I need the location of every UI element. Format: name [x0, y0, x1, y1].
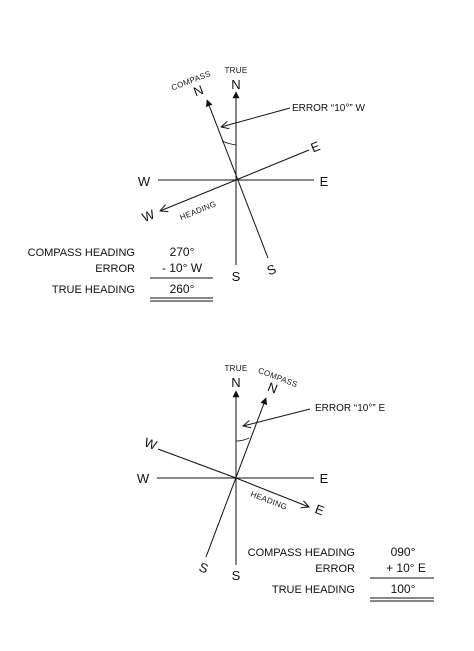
diagram-1: TRUE N COMPASS N W E E S S W HEADING ERR… — [28, 66, 365, 302]
compass-heading-label: COMPASS HEADING — [248, 547, 355, 559]
compass-north-label: N — [191, 82, 205, 99]
true-heading-value: 100° — [391, 582, 416, 596]
heading-arrow — [160, 179, 237, 211]
heading-label: HEADING — [249, 490, 288, 512]
compass-south-label: S — [265, 261, 279, 278]
angle-arc — [235, 437, 250, 442]
east-label: E — [320, 471, 329, 486]
heading-arrow — [235, 477, 309, 507]
error-value: + 10° E — [386, 561, 426, 575]
compass-heading-value: 090° — [391, 545, 416, 559]
true-heading-label: TRUE HEADING — [52, 284, 135, 296]
true-label: TRUE — [225, 364, 248, 373]
true-north-label: N — [231, 77, 240, 92]
error-label: ERROR “10°” W — [292, 103, 365, 114]
compass-west-label: W — [142, 435, 159, 454]
diagram-2: TRUE N COMPASS N W W E E HEADING S S ERR… — [137, 364, 434, 602]
error-leader-arrow — [243, 408, 311, 426]
compass-heading-value: 270° — [170, 245, 195, 259]
true-label: TRUE — [225, 66, 248, 75]
error-row-label: ERROR — [315, 563, 355, 575]
true-north-label: N — [231, 375, 240, 390]
error-value: - 10° W — [162, 261, 203, 275]
compass-label: COMPASS — [170, 69, 212, 92]
true-heading-value: 260° — [170, 282, 195, 296]
compass-east-west-line — [157, 448, 237, 479]
error-label: ERROR “10°” E — [315, 403, 385, 414]
heading-label: HEADING — [179, 199, 218, 222]
heading-east-label: E — [313, 501, 327, 518]
east-label: E — [320, 174, 329, 189]
west-label: W — [137, 471, 150, 486]
error-row-label: ERROR — [95, 263, 135, 275]
south-label: S — [232, 568, 241, 583]
heading-west-label: W — [140, 206, 158, 225]
compass-east-label: E — [308, 138, 322, 155]
west-label: W — [138, 174, 151, 189]
angle-arc — [221, 140, 237, 146]
compass-east-west-line — [235, 149, 310, 181]
compass-heading-label: COMPASS HEADING — [28, 247, 135, 259]
error-leader-arrow — [221, 107, 291, 127]
south-label: S — [232, 269, 241, 284]
compass-north-label: N — [266, 379, 280, 396]
true-heading-label: TRUE HEADING — [272, 584, 355, 596]
compass-south-label: S — [197, 559, 211, 576]
